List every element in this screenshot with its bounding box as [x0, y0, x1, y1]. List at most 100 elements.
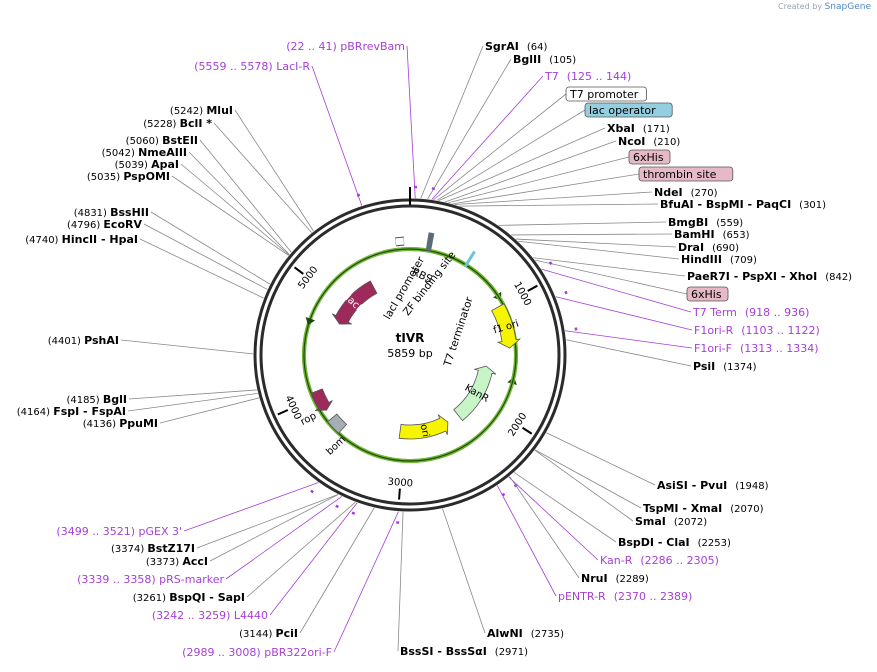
primer-mark	[310, 489, 314, 494]
leader-line	[159, 397, 260, 424]
site-position: (2971)	[495, 647, 528, 658]
site-label-psii[interactable]: PsiI(1374)	[693, 360, 757, 373]
site-label-asisi[interactable]: AsiSI - PvuI(1948)	[657, 479, 769, 492]
site-name-part: PshAI	[84, 334, 119, 347]
site-position: (3261)	[133, 593, 169, 604]
site-label-bsteii[interactable]: (5060) BstEII	[126, 134, 198, 147]
leader-line	[533, 257, 686, 277]
site-label-pbrrevbam[interactable]: (22 .. 41) pBRrevBam	[286, 40, 405, 53]
site-name-part: BspMI	[706, 198, 744, 211]
feature-rop_feat[interactable]	[310, 388, 333, 412]
site-label-pentrr[interactable]: pENTR-R(2370 .. 2389)	[558, 590, 692, 603]
leader-line	[183, 482, 319, 532]
leader-line	[397, 511, 404, 652]
leader-line	[555, 296, 693, 331]
site-label-pshai[interactable]: (4401) PshAI	[48, 334, 119, 347]
site-label-nrui[interactable]: NruI(2289)	[581, 572, 649, 585]
site-name: SmaI(2072)	[635, 515, 707, 528]
site-label-laciR[interactable]: (5559 .. 5578) LacI-R	[194, 60, 310, 73]
feature-f1ori_feat[interactable]	[491, 303, 522, 349]
feature-box	[565, 86, 647, 102]
site-name-part: FspI	[53, 405, 79, 418]
site-label-paer7i[interactable]: PaeR7I - PspXI - XhoI(842)	[687, 270, 852, 283]
site-label-fspi[interactable]: (4164) FspI - FspAI	[17, 405, 126, 418]
site-label-6xhis1[interactable]: 6xHis	[628, 149, 671, 165]
site-label-pbr322orif[interactable]: (2989 .. 3008) pBR322ori-F	[182, 646, 332, 659]
site-label-t7promoter[interactable]: T7 promoter	[565, 86, 647, 102]
site-label-prsmarker[interactable]: (3339 .. 3358) pRS-marker	[77, 573, 224, 586]
site-label-drai[interactable]: DraI(690)	[678, 241, 739, 254]
site-label-sgrai[interactable]: SgrAI(64)	[485, 40, 547, 53]
site-name-part: NcoI	[618, 135, 645, 148]
leader-lines	[120, 45, 693, 653]
site-position: (5042)	[102, 148, 138, 159]
leader-line	[433, 93, 567, 201]
site-position: (2370 .. 2389)	[614, 590, 693, 603]
site-label-t7term[interactable]: T7 Term (918 .. 936)	[692, 306, 809, 319]
site-label-ecorv[interactable]: (4796) EcoRV	[67, 218, 142, 231]
site-label-t7[interactable]: T7(125 .. 144)	[544, 70, 631, 83]
site-label-ndei[interactable]: NdeI(270)	[654, 186, 718, 199]
plasmid-length: 5859 bp	[387, 347, 432, 360]
site-label-f1orif[interactable]: F1ori-F(1313 .. 1334)	[694, 342, 819, 355]
site-label-acci[interactable]: (3373) AccI	[146, 555, 208, 568]
scale-tick	[521, 426, 533, 435]
site-label-bglii[interactable]: BglII(105)	[513, 53, 576, 66]
site-label-ncoi[interactable]: NcoI(210)	[618, 135, 680, 148]
site-label-nmeaiii[interactable]: (5042) NmeAIII	[102, 146, 187, 159]
leader-line	[452, 173, 640, 205]
site-label-bsssi[interactable]: BssSI - BssSαI(2971)	[400, 645, 528, 658]
site-label-bstz17i[interactable]: (3374) BstZ17I	[111, 542, 195, 555]
site-label-bmgbi[interactable]: BmgBI(559)	[668, 216, 743, 229]
site-name: SgrAI(64)	[485, 40, 547, 53]
site-label-pcii[interactable]: (3144) PciI	[239, 627, 298, 640]
site-position: (1313 .. 1334)	[740, 342, 819, 355]
site-label-bfuai[interactable]: BfuAI - BspMI - PaqCI(301)	[660, 198, 826, 211]
site-label-bcli[interactable]: (5228) BclI *	[143, 117, 212, 130]
site-label-bgli[interactable]: (4185) BglI	[66, 393, 127, 406]
site-label-alwni[interactable]: AlwNI(2735)	[487, 627, 564, 640]
site-name-part: BssHII	[110, 206, 149, 219]
site-name: T7 Term (918 .. 936)	[692, 306, 809, 319]
site-label-ppumi[interactable]: (4136) PpuMI	[83, 417, 158, 430]
feature-box	[584, 102, 673, 118]
site-label-thrombin[interactable]: thrombin site	[638, 166, 734, 182]
site-label-psshii[interactable]: (4831) BssHII	[74, 206, 149, 219]
feature-bom_feat[interactable]	[327, 413, 348, 434]
site-label-bamhi[interactable]: BamHI(653)	[674, 228, 750, 241]
primer-mark	[548, 261, 553, 265]
site-position: (22 .. 41)	[286, 40, 340, 53]
site-label-smai[interactable]: SmaI(2072)	[635, 515, 707, 528]
site-label-hindiii[interactable]: HindIII(709)	[681, 253, 757, 266]
feature-ori_feat[interactable]	[398, 414, 449, 440]
site-position: (301)	[799, 200, 826, 211]
site-label-hincii[interactable]: (4740) HincII - HpaI	[25, 233, 138, 246]
site-name-part: T7 Term	[692, 306, 737, 319]
feature-laci[interactable]	[331, 280, 378, 325]
site-label-apai[interactable]: (5039) ApaI	[115, 158, 179, 171]
feature-box-label: T7 promoter	[569, 88, 639, 101]
site-label-kanr[interactable]: Kan-R(2286 .. 2305)	[600, 554, 719, 567]
plasmid-name: tIVR	[396, 331, 425, 345]
site-label-lacoperator[interactable]: lac operator	[584, 102, 673, 118]
feature-kanr_feat[interactable]	[453, 365, 497, 422]
site-label-bspdi[interactable]: BspDI - ClaI(2253)	[618, 536, 731, 549]
site-name: (5228) BclI *	[143, 117, 212, 130]
site-position: (918 .. 936)	[745, 306, 810, 319]
site-label-xbai[interactable]: XbaI(171)	[607, 122, 670, 135]
site-name: (3144) PciI	[239, 627, 298, 640]
site-label-pgex3[interactable]: (3499 .. 3521) pGEX 3'	[56, 525, 182, 538]
site-label-l4440[interactable]: (3242 .. 3259) L4440	[152, 609, 268, 622]
site-name: NdeI(270)	[654, 186, 718, 199]
site-label-tspmi[interactable]: TspMI - XmaI(2070)	[643, 502, 764, 515]
site-label-mlui[interactable]: (5242) MluI	[170, 104, 233, 117]
site-name: PsiI(1374)	[693, 360, 757, 373]
site-label-pspomi[interactable]: (5035) PspOMI	[87, 170, 170, 183]
site-label-6xhis2[interactable]: 6xHis	[686, 286, 729, 302]
site-label-f1orir[interactable]: F1ori-R(1103 .. 1122)	[694, 324, 820, 337]
leader-line	[448, 156, 630, 204]
site-name-part: BssSαI	[446, 645, 487, 658]
site-label-bspqi[interactable]: (3261) BspQI - SapI	[133, 591, 245, 604]
leader-line	[209, 494, 339, 562]
